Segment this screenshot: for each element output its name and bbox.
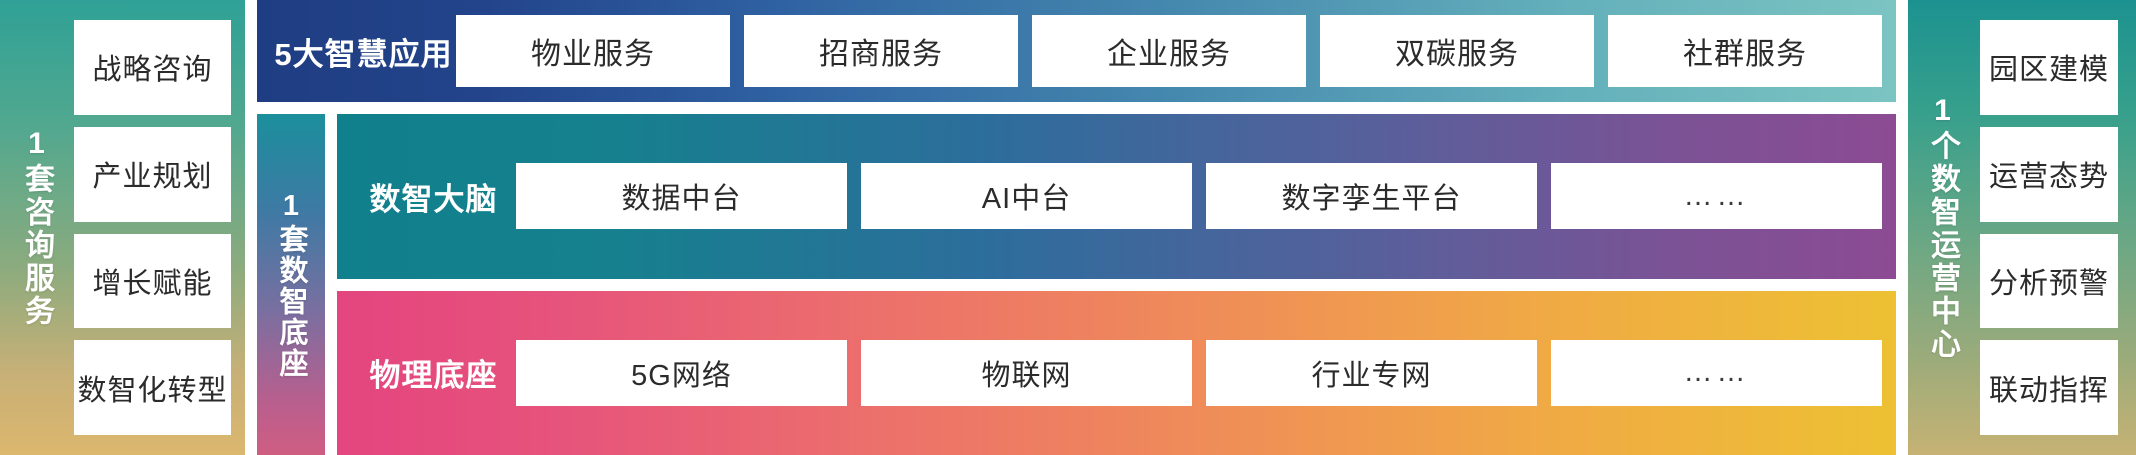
- ops-card-operation-status[interactable]: 运营态势: [1980, 126, 2118, 222]
- ops-card-coordinated-command[interactable]: 联动指挥: [1980, 340, 2118, 435]
- consulting-services-card-list: 战略咨询 产业规划 增长赋能 数智化转型: [72, 8, 245, 447]
- operations-center-vertical-label: 1个数智运营中心: [1926, 94, 1959, 361]
- physical-card-industry-private-network[interactable]: 行业专网: [1206, 339, 1537, 406]
- digital-brain-band: 数智大脑 数据中台 AI中台 数字孪生平台 ……: [337, 114, 1896, 279]
- smart-applications-title: 5大智慧应用: [274, 36, 453, 72]
- brain-card-more[interactable]: ……: [1551, 163, 1882, 230]
- digital-foundation-group: 1套数智底座 数智大脑 数据中台 AI中台 数字孪生平台 …… 物理底座: [257, 114, 1896, 455]
- physical-foundation-card-list: 5G网络 物联网 行业专网 ……: [516, 339, 1882, 406]
- operations-center-panel: 1个数智运营中心 园区建模 运营态势 分析预警 联动指挥: [1908, 0, 2136, 455]
- brain-card-data-platform[interactable]: 数据中台: [516, 163, 847, 230]
- physical-foundation-band: 物理底座 5G网络 物联网 行业专网 ……: [337, 290, 1896, 455]
- digital-foundation-vertical-label: 1套数智底座: [257, 114, 325, 455]
- smart-applications-card-list: 物业服务 招商服务 企业服务 双碳服务 社群服务: [456, 15, 1882, 87]
- operations-center-card-list: 园区建模 运营态势 分析预警 联动指挥: [1976, 8, 2136, 447]
- consulting-services-vertical-label: 1套咨询服务: [20, 127, 53, 328]
- app-card-dual-carbon-service[interactable]: 双碳服务: [1320, 15, 1594, 87]
- brain-card-ai-platform[interactable]: AI中台: [861, 163, 1192, 230]
- physical-card-iot[interactable]: 物联网: [861, 339, 1192, 406]
- consulting-card-industry-planning[interactable]: 产业规划: [74, 126, 231, 222]
- brain-card-digital-twin-platform[interactable]: 数字孪生平台: [1206, 163, 1537, 230]
- ops-card-analysis-warning[interactable]: 分析预警: [1980, 233, 2118, 329]
- center-stack: 5大智慧应用 物业服务 招商服务 企业服务 双碳服务 社群服务 1套数智底座 数…: [245, 0, 1908, 455]
- app-card-enterprise-service[interactable]: 企业服务: [1032, 15, 1306, 87]
- digital-brain-card-list: 数据中台 AI中台 数字孪生平台 ……: [516, 163, 1882, 230]
- consulting-card-digital-transformation[interactable]: 数智化转型: [74, 340, 231, 435]
- physical-foundation-title: 物理底座: [369, 358, 498, 394]
- consulting-card-growth-enablement[interactable]: 增长赋能: [74, 233, 231, 329]
- consulting-card-strategy[interactable]: 战略咨询: [74, 20, 231, 115]
- smart-applications-band: 5大智慧应用 物业服务 招商服务 企业服务 双碳服务 社群服务: [257, 0, 1896, 102]
- app-card-investment-service[interactable]: 招商服务: [744, 15, 1018, 87]
- app-card-property-service[interactable]: 物业服务: [456, 15, 730, 87]
- physical-card-more[interactable]: ……: [1551, 339, 1882, 406]
- app-card-community-service[interactable]: 社群服务: [1608, 15, 1882, 87]
- physical-card-5g-network[interactable]: 5G网络: [516, 339, 847, 406]
- digital-brain-title: 数智大脑: [369, 181, 498, 217]
- consulting-services-panel: 1套咨询服务 战略咨询 产业规划 增长赋能 数智化转型: [0, 0, 245, 455]
- ops-card-park-modeling[interactable]: 园区建模: [1980, 20, 2118, 115]
- foundation-bands: 数智大脑 数据中台 AI中台 数字孪生平台 …… 物理底座 5G网络 物联网 行…: [337, 114, 1896, 455]
